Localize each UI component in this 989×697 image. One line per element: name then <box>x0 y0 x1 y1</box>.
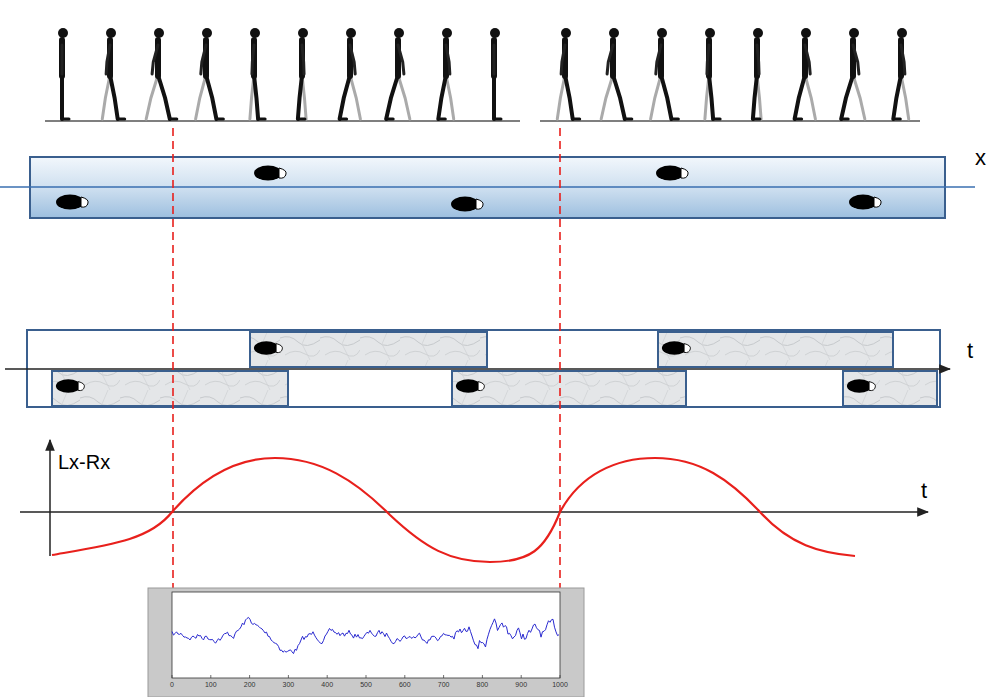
tick-label: 800 <box>477 681 489 688</box>
axis-label: x <box>975 147 986 169</box>
event-line <box>172 128 174 590</box>
footprints <box>56 166 881 212</box>
tick-label: 200 <box>244 681 256 688</box>
stance-footprints <box>56 341 876 392</box>
event-line <box>559 128 561 590</box>
walking-figures <box>45 28 920 121</box>
y-axis <box>49 440 51 556</box>
time-axis <box>5 368 950 370</box>
time-axis <box>20 511 928 513</box>
tick-label: 600 <box>399 681 411 688</box>
tick-label: 400 <box>321 681 333 688</box>
signal-axes <box>172 592 560 678</box>
signal-trace <box>172 617 559 653</box>
axis-ticks <box>172 675 560 678</box>
axis-label: t <box>921 480 927 502</box>
tick-label: 700 <box>438 681 450 688</box>
tick-label: 100 <box>205 681 217 688</box>
axis-label: Lx-Rx <box>58 452 110 472</box>
signal-frame <box>148 588 584 697</box>
tick-label: 500 <box>360 681 372 688</box>
tick-label: 0 <box>170 681 174 688</box>
tick-label: 1000 <box>552 681 568 688</box>
axis-label: t <box>967 340 973 362</box>
x-axis <box>0 186 975 187</box>
tick-label: 900 <box>515 681 527 688</box>
tick-label: 300 <box>283 681 295 688</box>
